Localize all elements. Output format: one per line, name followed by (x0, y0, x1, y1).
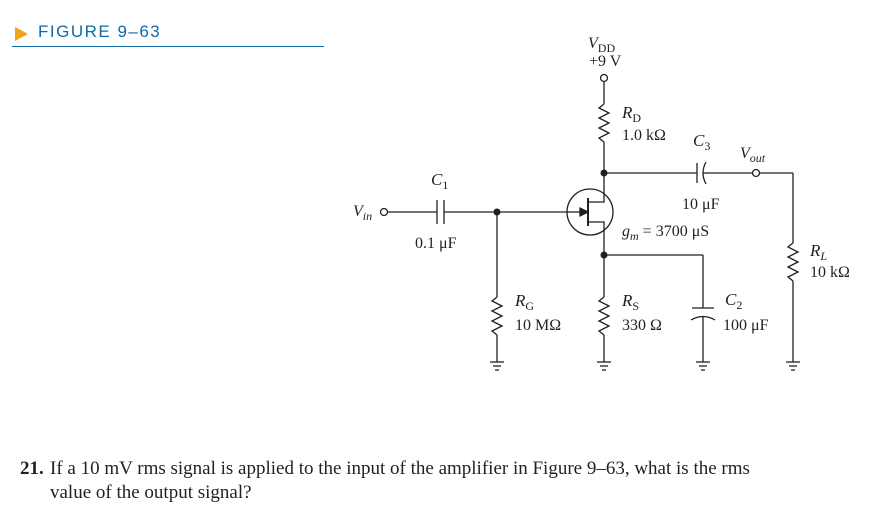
circuit-diagram: VDD +9 V RD 1.0 kΩ C3 10 μF Vout C1 0.1 … (353, 35, 850, 371)
rl-label: RL (809, 241, 827, 263)
rs-label: RS (621, 291, 639, 313)
junction-dots (493, 169, 608, 259)
c1-label: C1 (431, 170, 448, 192)
ground-icon (490, 361, 504, 371)
rd-resistor (597, 103, 611, 143)
question-line-1: If a 10 mV rms signal is applied to the … (50, 458, 750, 479)
rs-value: 330 Ω (622, 317, 662, 334)
jfet-body (566, 188, 614, 236)
c3-value: 10 μF (682, 196, 720, 213)
vin-label: Vin (353, 203, 372, 223)
c2-label: C2 (725, 290, 742, 312)
gm-label: gm = 3700 μS (622, 223, 709, 243)
vout-label: Vout (740, 145, 766, 165)
figure-arrow-icon (15, 27, 28, 41)
rs-resistor (597, 296, 611, 336)
vdd-label: VDD (588, 35, 615, 55)
figure-rule (12, 46, 324, 47)
vout-terminal (751, 168, 761, 178)
vdd-terminal (599, 73, 609, 83)
rl-value: 10 kΩ (810, 264, 850, 281)
question-text: 21. If a 10 mV rms signal is applied to t… (20, 457, 850, 505)
figure-label: FIGURE 9–63 (38, 22, 162, 41)
rg-resistor (490, 296, 504, 336)
rl-resistor (786, 242, 800, 282)
c2-value: 100 μF (723, 317, 769, 334)
question-number: 21. (20, 458, 44, 479)
rd-label: RD (621, 103, 641, 125)
rd-value: 1.0 kΩ (622, 127, 666, 144)
wires (379, 73, 800, 362)
jfet-gate-arrow-icon (579, 206, 590, 218)
rg-value: 10 MΩ (515, 317, 561, 334)
ground-icon (597, 361, 611, 371)
vdd-value: +9 V (589, 53, 622, 70)
question-line-2: value of the output signal? (50, 482, 252, 503)
figure-header: FIGURE 9–63 (0, 18, 330, 50)
rg-label: RG (514, 291, 534, 313)
c1-value: 0.1 μF (415, 235, 457, 252)
ground-icon (696, 361, 710, 371)
grounds (490, 361, 800, 371)
ground-icon (786, 361, 800, 371)
c3-label: C3 (693, 131, 710, 153)
vin-terminal (379, 207, 389, 217)
